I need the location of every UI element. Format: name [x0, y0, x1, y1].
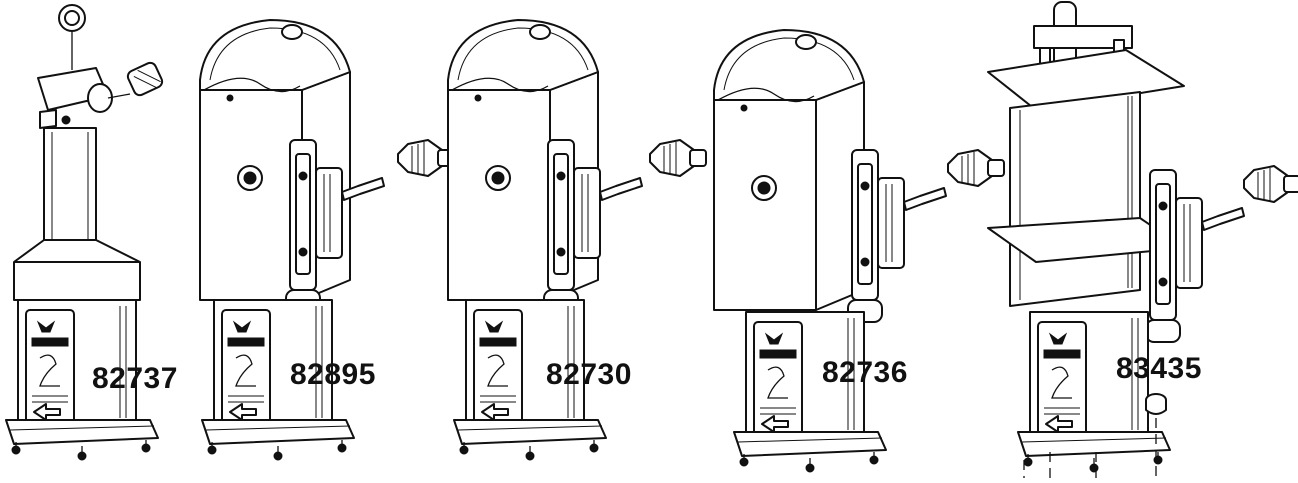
part-label-82730: 82730: [546, 358, 632, 391]
fitting-icon: [397, 139, 455, 177]
spring-icon: [126, 61, 164, 97]
part-label-82737: 82737: [92, 362, 178, 395]
pump-83435: [987, 1, 1298, 478]
fitting-icon: [947, 149, 1005, 187]
fitting-icon: [649, 139, 707, 177]
fitting-icon: [1243, 165, 1298, 203]
pump-82737: [5, 4, 164, 461]
part-label-82895: 82895: [290, 358, 376, 391]
pump-82895: [199, 19, 455, 461]
nut-icon: [1145, 393, 1167, 415]
part-label-83435: 83435: [1116, 352, 1202, 385]
pump-82736: [713, 29, 1005, 473]
part-label-82736: 82736: [822, 356, 908, 389]
pump-82730: [447, 19, 707, 461]
